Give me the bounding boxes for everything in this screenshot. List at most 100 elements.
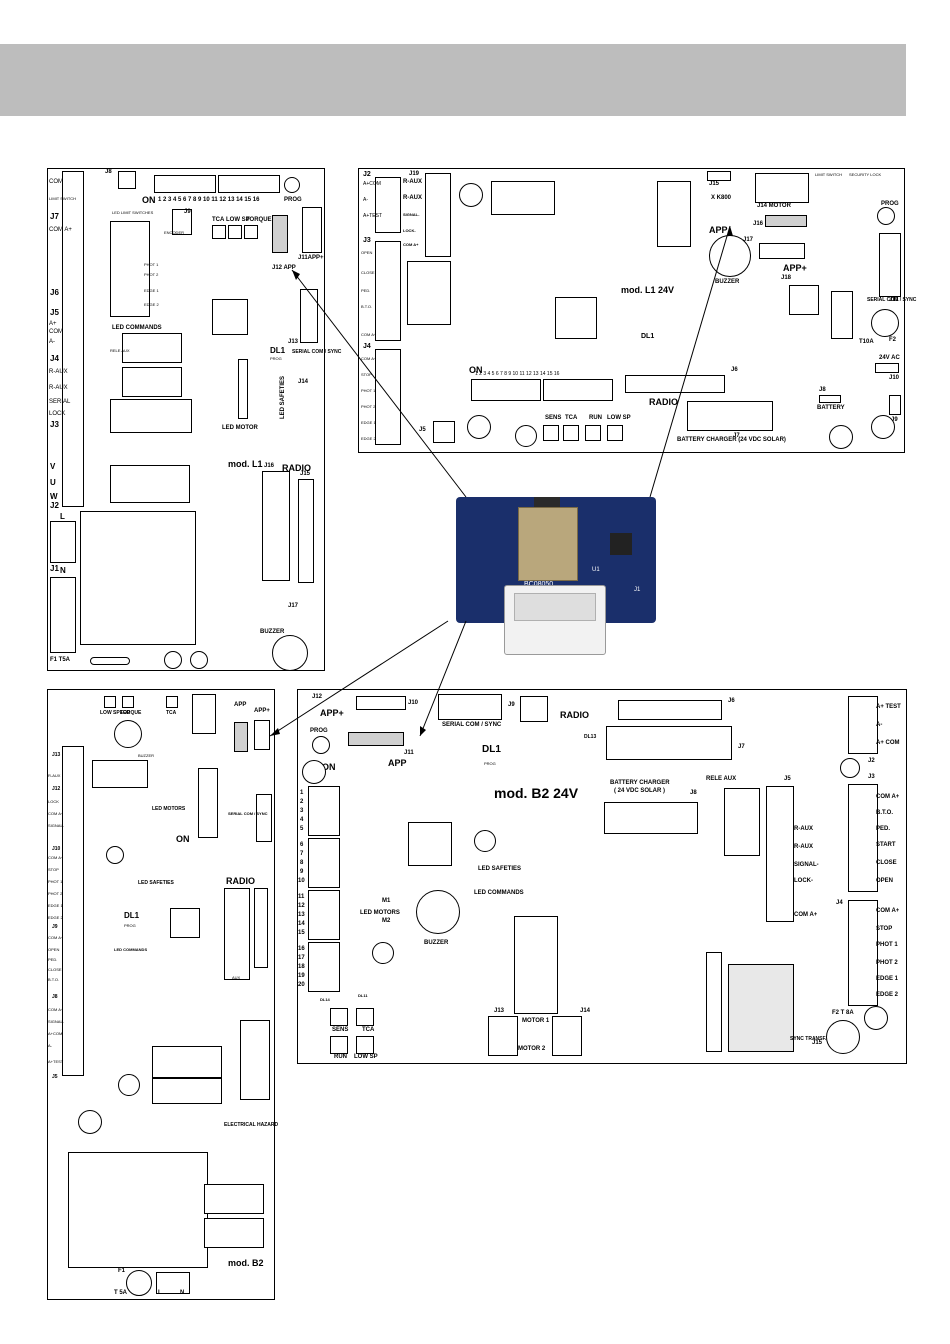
b224-led-motors: LED MOTORS bbox=[360, 910, 400, 916]
l124-tca-trimmer[interactable] bbox=[563, 425, 579, 441]
l124-dip-2 bbox=[543, 379, 613, 401]
b224-num-8: 8 bbox=[300, 860, 304, 866]
b224-run-trimmer[interactable] bbox=[330, 1036, 348, 1054]
l124-phot2: PHOT 2 bbox=[361, 404, 376, 409]
b224-j4-phot2: PHOT 2 bbox=[876, 960, 898, 966]
l124-hole-1 bbox=[467, 415, 491, 439]
l124-phot1: PHOT 1 bbox=[361, 388, 376, 393]
l1-lowsp-trimmer[interactable] bbox=[228, 225, 242, 239]
l124-j3: J3 bbox=[363, 237, 371, 244]
l1-input-edge1: EDGE 1 bbox=[144, 288, 159, 293]
l124-signal: SIGNAL- bbox=[403, 212, 420, 217]
b224-j3: J3 bbox=[868, 774, 875, 780]
l124-app-plus-connector bbox=[759, 243, 805, 259]
l1-j4: J4 bbox=[50, 354, 59, 363]
l1-tca-trimmer[interactable] bbox=[212, 225, 226, 239]
b224-j13: J13 bbox=[494, 1008, 505, 1014]
l1-torque-trimmer[interactable] bbox=[244, 225, 258, 239]
l1-radio: RADIO bbox=[282, 463, 311, 473]
l124-prog-button[interactable] bbox=[877, 207, 895, 225]
l1-serial-label: SERIAL COM / SYNC bbox=[292, 349, 342, 355]
b224-prog: PROG bbox=[310, 728, 328, 734]
l124-j15-box bbox=[707, 171, 731, 181]
b224-coil bbox=[706, 952, 722, 1052]
b2-coma3: COM A+ bbox=[48, 935, 64, 940]
b224-lowsp-trimmer[interactable] bbox=[356, 1036, 374, 1054]
l124-buzzer-label: BUZZER bbox=[715, 279, 740, 285]
l124-run-trimmer[interactable] bbox=[585, 425, 601, 441]
l1-prog-button[interactable] bbox=[284, 177, 300, 193]
arrow-l124 bbox=[727, 226, 733, 236]
b224-tca: TCA bbox=[362, 1027, 375, 1033]
b224-prog-button[interactable] bbox=[312, 736, 330, 754]
b2-tca-trimmer[interactable] bbox=[166, 696, 178, 708]
b224-num-6: 6 bbox=[300, 842, 304, 848]
b2-edge2: EDGE 2 bbox=[48, 915, 63, 920]
b224-j6: J6 bbox=[728, 698, 735, 704]
l124-j4-block bbox=[375, 349, 401, 445]
b2-low-speed: LOW SPEED bbox=[100, 710, 131, 716]
b224-j2-atest: A+ TEST bbox=[876, 704, 901, 710]
b224-j3-start: START bbox=[876, 842, 896, 848]
b224-app: APP bbox=[388, 758, 407, 768]
b2-raux: R-AUX bbox=[48, 773, 61, 778]
l124-j10-box bbox=[875, 363, 899, 373]
l1-terminal-limit: LIMIT SWITCH bbox=[49, 196, 77, 201]
b2-j9: J9 bbox=[52, 924, 58, 930]
l124-serial: SERIAL COM / SYNC bbox=[867, 297, 917, 303]
l124-raux2: R-AUX bbox=[403, 195, 422, 201]
b2-serial-connector bbox=[256, 794, 272, 842]
b2-phot2: PHOT 2 bbox=[48, 891, 63, 896]
l124-coma2: COM A+ bbox=[361, 356, 377, 361]
b2-radio-block-2 bbox=[254, 888, 268, 968]
l1-app-plus-connector bbox=[302, 207, 322, 253]
b224-tca-trimmer[interactable] bbox=[356, 1008, 374, 1026]
b2-prog: PROG bbox=[124, 923, 136, 928]
l1-j15-block bbox=[298, 479, 314, 583]
l1-terminal-u: U bbox=[50, 478, 56, 487]
l1-input-phot1: PHOT 1 bbox=[144, 262, 159, 267]
b2-lowspeed-trimmer[interactable] bbox=[104, 696, 116, 708]
l124-chip bbox=[555, 297, 597, 339]
l1-terminal-strip bbox=[62, 171, 84, 507]
l1-terminal-a-minus: A- bbox=[49, 339, 55, 345]
b224-hole-4 bbox=[302, 760, 326, 784]
b224-j7-block bbox=[606, 726, 732, 760]
b2-model: mod. B2 bbox=[228, 1258, 264, 1268]
l124-sens-trimmer[interactable] bbox=[543, 425, 559, 441]
l124-atest: A+TEST bbox=[363, 213, 383, 219]
l124-j11-connector bbox=[879, 233, 901, 297]
l1-relay-aux-2 bbox=[122, 367, 182, 397]
l124-lowsp-trimmer[interactable] bbox=[607, 425, 623, 441]
arrow-b224 bbox=[420, 726, 426, 736]
b2-motor-terminal bbox=[240, 1020, 270, 1100]
b224-fuse bbox=[826, 1020, 860, 1054]
b224-num-20: 20 bbox=[298, 982, 305, 988]
b224-rele-aux: RELE AUX bbox=[706, 776, 737, 782]
b2-coma1: COM A+ bbox=[48, 811, 64, 816]
l124-battery-box bbox=[819, 395, 841, 403]
b224-battery-block bbox=[604, 802, 698, 834]
b224-battery-charger: BATTERY CHARGER bbox=[610, 780, 670, 786]
l1-encoder-box bbox=[172, 209, 192, 235]
l124-j10: J10 bbox=[889, 375, 900, 381]
b2-torque-trimmer[interactable] bbox=[122, 696, 134, 708]
b224-dl1-prog: PROG bbox=[484, 761, 496, 766]
b224-sens-trimmer[interactable] bbox=[330, 1008, 348, 1026]
b2-tca: TCA bbox=[166, 710, 177, 716]
l1-j16: J16 bbox=[264, 463, 275, 469]
l124-close: CLOSE bbox=[361, 270, 375, 275]
l1-j9: J9 bbox=[184, 209, 191, 215]
l1-j8-box bbox=[118, 171, 136, 189]
l124-chip2 bbox=[789, 285, 819, 315]
l124-limit-switch: LIMIT SWITCH bbox=[815, 172, 843, 177]
b224-num-18: 18 bbox=[298, 964, 305, 970]
l124-battery-charger-block bbox=[687, 401, 773, 431]
b2-j5: J5 bbox=[52, 1074, 58, 1080]
l124-j2-block bbox=[375, 177, 401, 233]
b2-on: ON bbox=[176, 834, 190, 844]
l124-edge1: EDGE 1 bbox=[361, 420, 376, 425]
l124-run: RUN bbox=[589, 415, 602, 421]
l124-fuse bbox=[871, 309, 899, 337]
l124-a-minus: A- bbox=[363, 197, 368, 203]
